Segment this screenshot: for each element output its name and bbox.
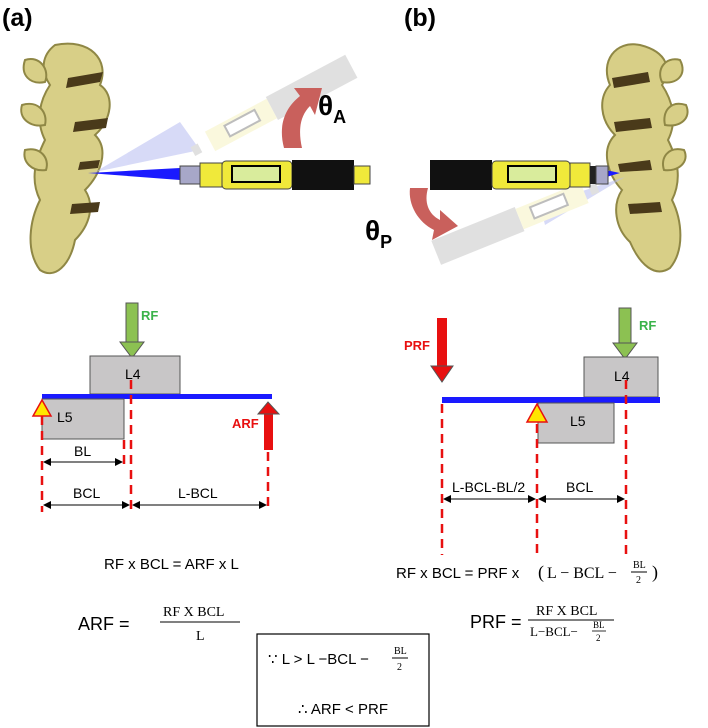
- l4-block-b: [583, 356, 659, 398]
- l5-block-a: [41, 398, 125, 440]
- since-statement: ∵ L > L −BCL −: [268, 651, 369, 668]
- probe-ghost-b: [431, 177, 625, 265]
- l4-label-a: L4: [125, 366, 141, 382]
- theta-a: θA: [318, 90, 346, 127]
- fulcrum-b: [525, 402, 549, 423]
- spine-illustration-b: [601, 43, 689, 273]
- l5-label-b: L5: [570, 413, 586, 429]
- dim-left-b: L-BCL-BL/2: [452, 479, 525, 495]
- probe-ghost-a: [95, 54, 358, 172]
- theta-b: θP: [365, 215, 392, 252]
- svg-text:BL: BL: [593, 620, 605, 630]
- svg-text:PRF =: PRF =: [470, 612, 522, 632]
- prf-label-b: PRF: [404, 338, 430, 353]
- spine-illustration-a: [20, 42, 111, 275]
- therefore-statement: ∴ ARF < PRF: [298, 701, 388, 718]
- svg-text:2: 2: [397, 662, 402, 673]
- svg-text:2: 2: [636, 575, 641, 586]
- svg-text:): ): [652, 562, 658, 583]
- arf-label-a: ARF: [232, 416, 259, 431]
- svg-text:RF X BCL: RF X BCL: [163, 605, 224, 620]
- beam-b: [442, 397, 660, 403]
- svg-text:2: 2: [596, 633, 601, 643]
- l4-block-a: [89, 355, 181, 395]
- rotation-arrow-b: [409, 188, 458, 240]
- dim-bcl-b: BCL: [566, 479, 593, 495]
- lever-diagram-a: RF L4 L5 ARF BL BCL L-BCL: [31, 302, 281, 512]
- equation-2-a: ARF = RF X BCL L: [78, 605, 240, 644]
- equation-1-b: RF x BCL = PRF x ( L − BCL − BL 2 ): [396, 560, 658, 586]
- probe-a: [88, 160, 371, 190]
- svg-text:ARF =: ARF =: [78, 614, 130, 634]
- dim-bl-a: BL: [74, 443, 91, 459]
- svg-text:L − BCL −: L − BCL −: [547, 565, 617, 582]
- svg-text:RF X BCL: RF X BCL: [536, 604, 597, 619]
- svg-text:(: (: [538, 562, 544, 583]
- panel-label-b: (b): [404, 4, 436, 32]
- rotation-arrow-a: [281, 88, 322, 148]
- l5-label-a: L5: [57, 409, 73, 425]
- dim-l-bcl-a: L-BCL: [178, 485, 218, 501]
- conclusion-box: ∵ L > L −BCL − BL 2 ∴ ARF < PRF: [256, 633, 430, 727]
- l4-label-b: L4: [614, 368, 630, 384]
- lever-diagram-b: PRF RF L4 L5 L-BCL-BL/2 BCL: [404, 307, 660, 555]
- probe-b: [430, 160, 620, 190]
- svg-text:BL: BL: [633, 560, 646, 571]
- rf-label-a: RF: [141, 308, 158, 323]
- svg-text:L−BCL−: L−BCL−: [530, 624, 578, 639]
- beam-a: [42, 394, 272, 399]
- rf-label-b: RF: [639, 318, 656, 333]
- equation-1-a: RF x BCL = ARF x L: [104, 556, 239, 573]
- svg-text:BL: BL: [394, 646, 407, 657]
- equation-2-b: PRF = RF X BCL L−BCL− BL 2: [470, 604, 614, 643]
- l5-block-b: [537, 402, 615, 444]
- dim-bcl-a: BCL: [73, 485, 100, 501]
- svg-text:L: L: [196, 629, 205, 644]
- panel-label-a: (a): [2, 4, 33, 32]
- svg-text:RF x BCL = PRF x: RF x BCL = PRF x: [396, 565, 520, 582]
